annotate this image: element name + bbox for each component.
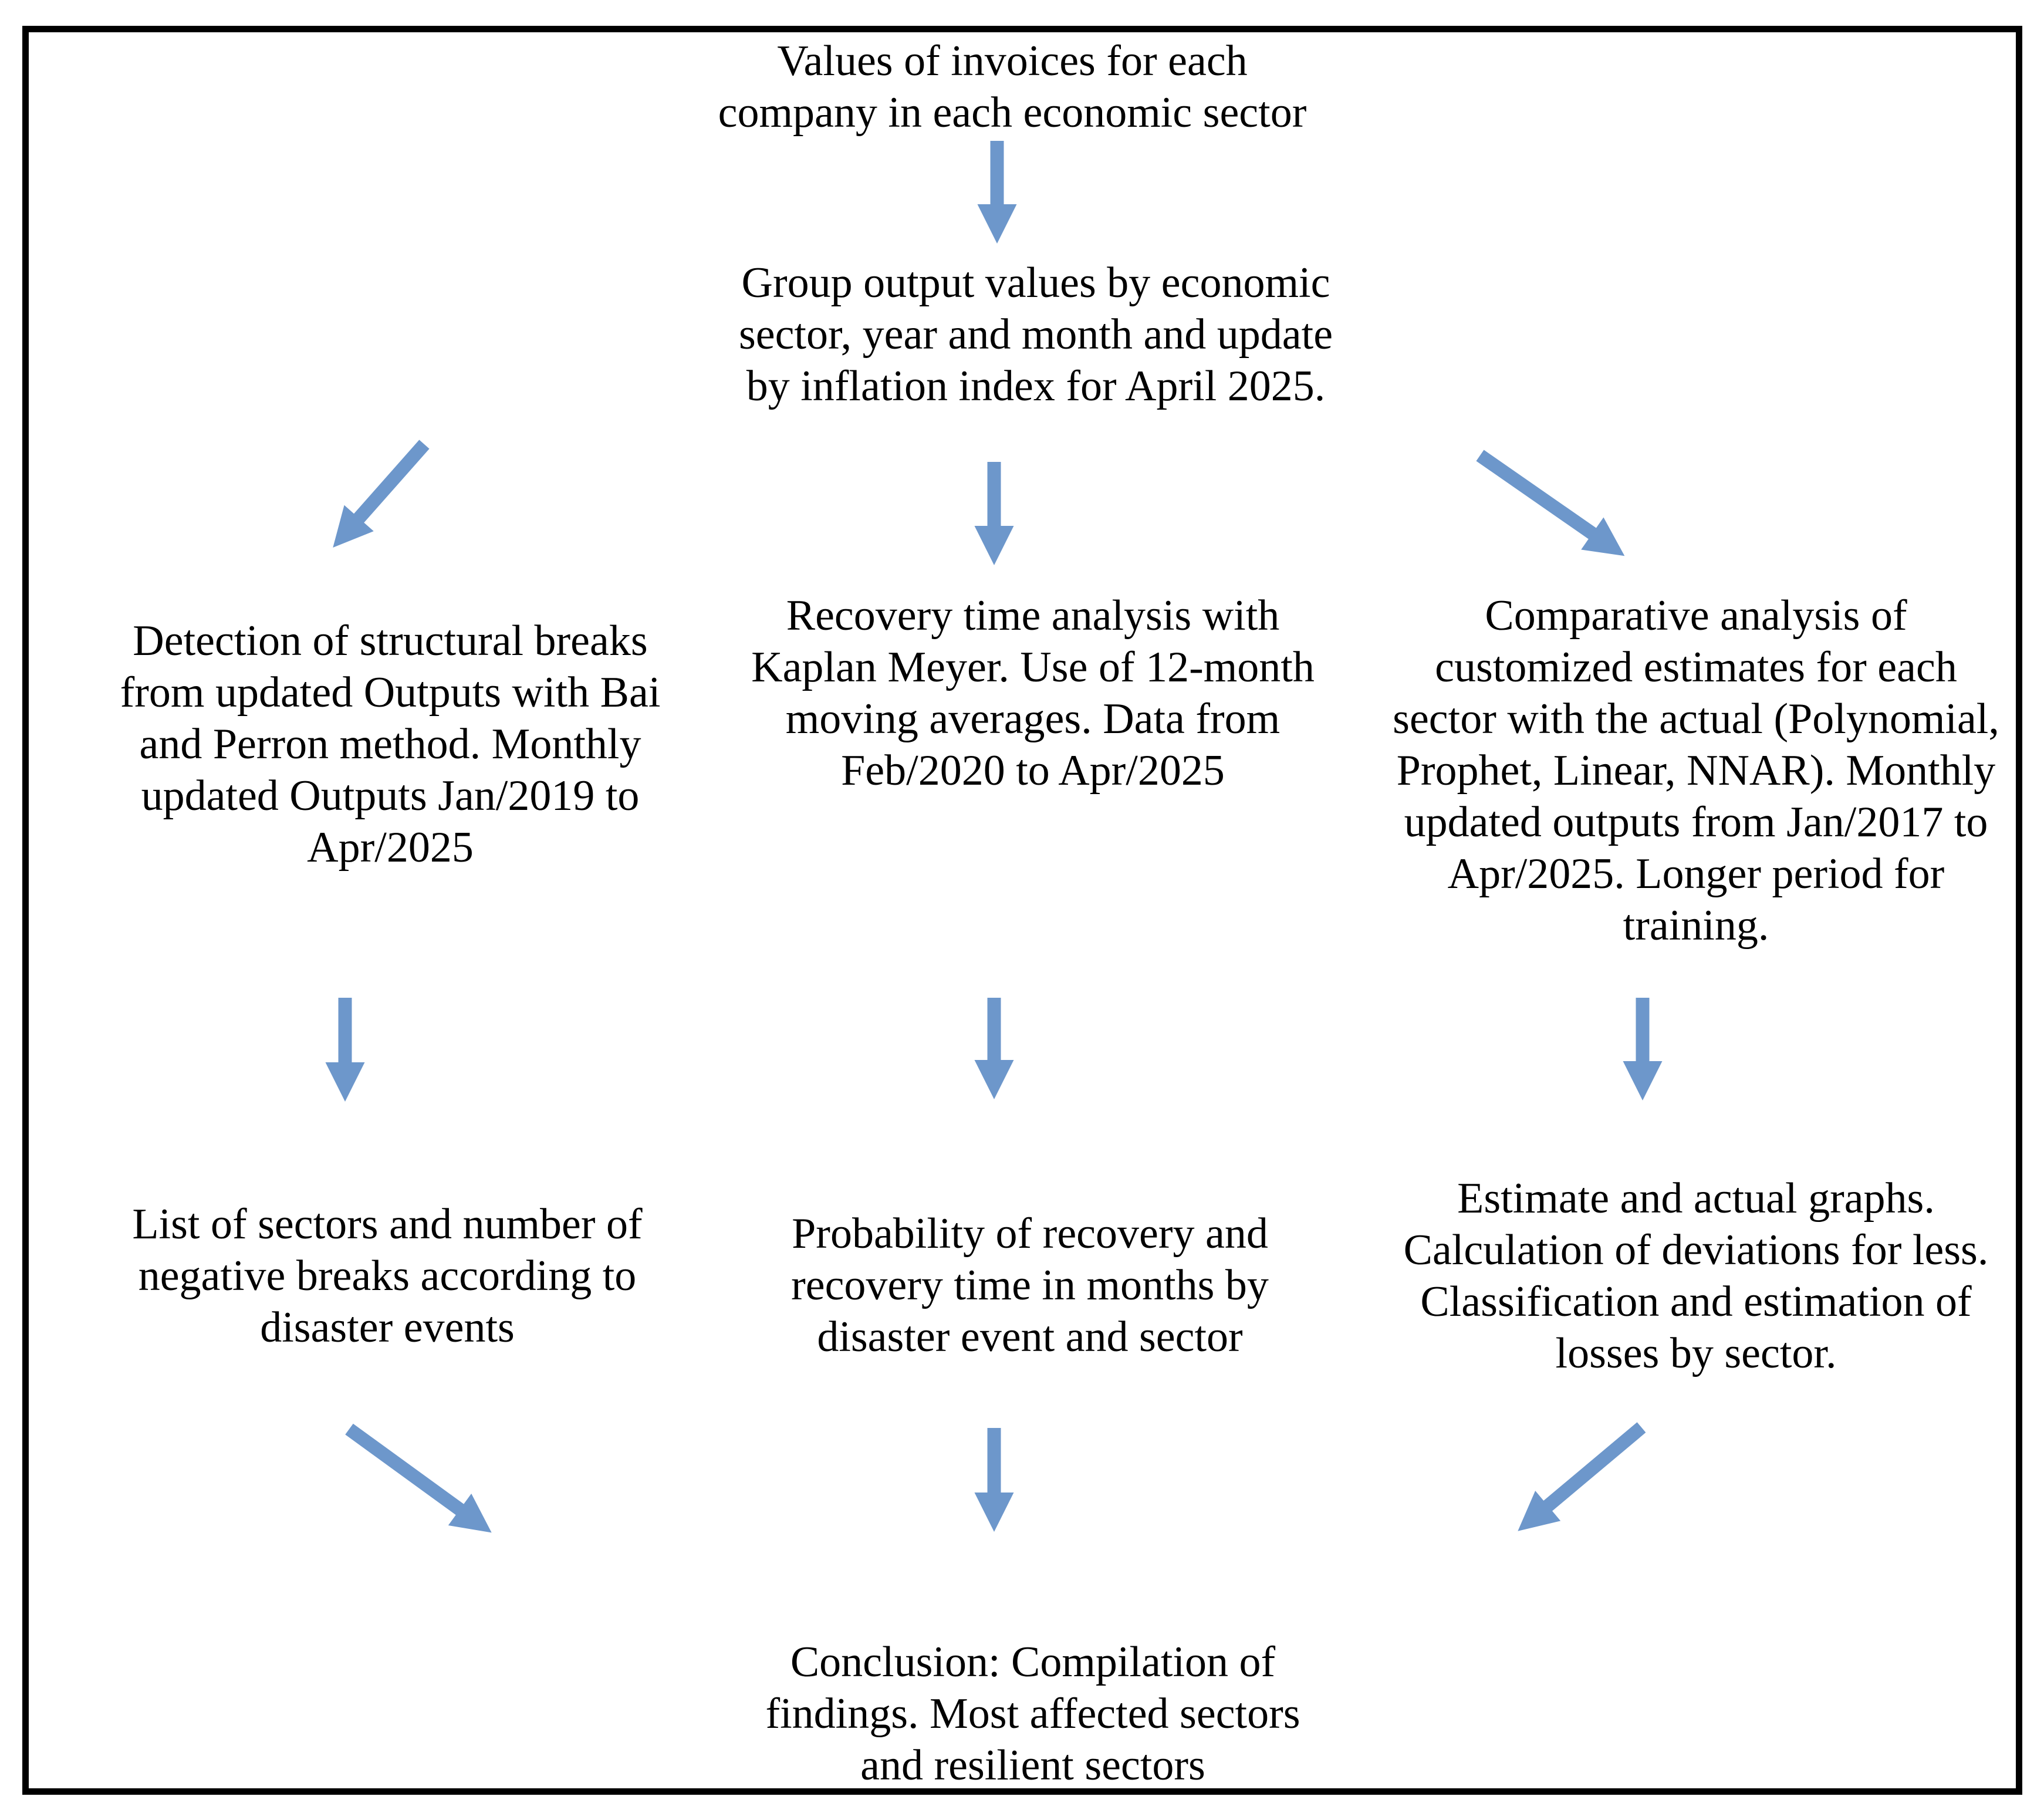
diagram-border-frame	[22, 26, 2022, 1795]
node-recovery-analysis: Recovery time analysis with Kaplan Meyer…	[751, 592, 1315, 795]
arrow-recovery-to-probability	[974, 998, 1014, 1099]
node-structural-breaks: Detection of structural breaks from upda…	[120, 617, 661, 872]
arrow-grouping-to-breaks	[333, 440, 430, 548]
node-sector-breaks-list: List of sectors and number of negative b…	[132, 1200, 643, 1352]
node-estimate-graphs: Estimate and actual graphs. Calculation …	[1403, 1174, 1989, 1378]
node-invoice-values: Values of invoices for each company in e…	[718, 37, 1307, 137]
arrow-estimate-to-conclusion	[1518, 1422, 1646, 1531]
arrow-breaks-to-list	[325, 998, 365, 1102]
arrow-probability-to-conclusion	[974, 1428, 1014, 1532]
arrow-source-to-grouping	[977, 141, 1017, 244]
node-comparative-analysis: Comparative analysis of customized estim…	[1393, 592, 1999, 950]
node-conclusion: Conclusion: Compilation of findings. Mos…	[765, 1638, 1300, 1790]
arrow-grouping-to-recovery	[974, 462, 1014, 565]
arrow-grouping-to-comparative	[1476, 450, 1625, 556]
node-recovery-probability: Probability of recovery and recovery tim…	[791, 1210, 1269, 1362]
arrow-comparative-to-estimate	[1623, 998, 1663, 1100]
node-group-output-values: Group output values by economic sector, …	[738, 259, 1333, 411]
arrow-list-to-conclusion	[345, 1423, 492, 1533]
